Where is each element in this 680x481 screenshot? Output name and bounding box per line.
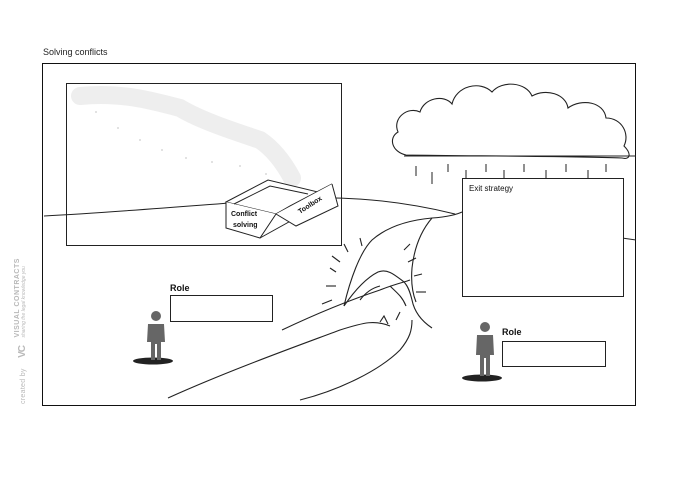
cloud-icon bbox=[391, 83, 636, 159]
person-icon bbox=[133, 311, 173, 365]
created-by-label: created by bbox=[20, 368, 27, 404]
credit-watermark: created by VC VISUAL CONTRACTS sharing t… bbox=[12, 258, 30, 404]
brand-tagline: sharing the legal knowledge you bbox=[20, 266, 27, 338]
role-right-box[interactable] bbox=[502, 341, 606, 367]
road-icon bbox=[167, 279, 413, 401]
page-title: Solving conflicts bbox=[43, 47, 108, 57]
role-right-label: Role bbox=[502, 327, 522, 337]
exit-strategy-box[interactable] bbox=[462, 178, 624, 297]
brand-block: VISUAL CONTRACTS sharing the legal knowl… bbox=[14, 258, 28, 337]
brand-name: VISUAL CONTRACTS bbox=[13, 258, 21, 338]
toolbox-front-label-1: Conflict bbox=[231, 211, 258, 218]
wave-icon bbox=[321, 211, 463, 329]
person-icon-right bbox=[462, 322, 502, 382]
canvas-frame bbox=[42, 63, 636, 406]
role-left-label: Role bbox=[170, 283, 190, 293]
smoke-trail bbox=[71, 85, 301, 187]
visual-contracts-logo-icon: VC bbox=[17, 345, 28, 358]
role-left-box[interactable] bbox=[170, 295, 273, 322]
toolbox-panel bbox=[66, 83, 342, 246]
toolbox-icon: Conflict solving Toolbox bbox=[224, 179, 339, 239]
toolbox-front-label-2: solving bbox=[233, 222, 258, 229]
exit-strategy-label: Exit strategy bbox=[469, 184, 514, 193]
